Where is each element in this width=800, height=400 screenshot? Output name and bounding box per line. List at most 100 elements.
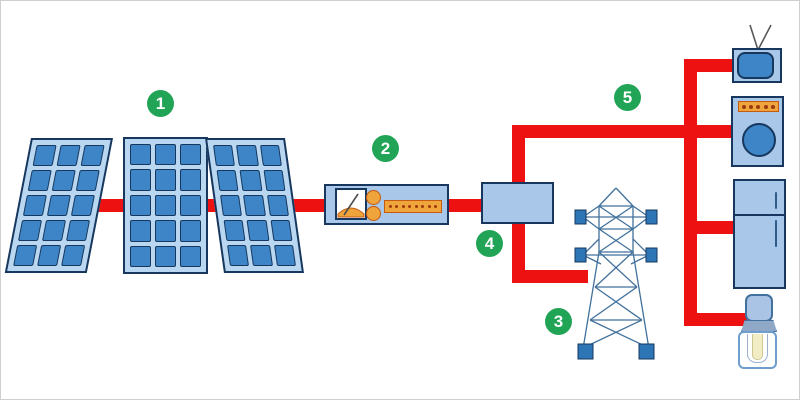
solar-cell: [130, 194, 151, 217]
solar-cell: [216, 170, 239, 191]
tv-antenna-icon: [749, 24, 772, 51]
marker-number: 5: [622, 88, 633, 107]
solar-panel-grid: [13, 145, 105, 266]
solar-cell: [155, 245, 176, 267]
wire-to-tower: [512, 270, 588, 283]
wire-appliance-trunk: [684, 59, 697, 326]
marker-number: 3: [553, 312, 564, 331]
fridge-divider: [733, 214, 786, 216]
marker-number: 1: [155, 94, 166, 113]
solar-cell: [180, 144, 201, 166]
solar-cell: [130, 220, 151, 242]
controller-knob-icon: [366, 206, 381, 221]
washer-button-dot: [770, 104, 775, 109]
fridge-freezer-handle-icon: [775, 192, 777, 209]
solar-cell: [243, 195, 266, 216]
led-dot: [414, 205, 418, 208]
solar-cell: [236, 145, 259, 166]
wire-inverter-bottom-riser: [512, 219, 525, 283]
solar-cell: [266, 195, 289, 216]
solar-cell: [180, 245, 201, 267]
solar-cell: [56, 145, 81, 166]
solar-cell: [180, 220, 201, 242]
bulb-socket-icon: [745, 294, 773, 322]
solar-cell: [130, 144, 151, 166]
solar-panel-grid: [212, 145, 296, 266]
solar-cell: [13, 245, 38, 266]
solar-cell: [223, 220, 246, 241]
washer-button-dot: [763, 104, 768, 109]
solar-cell: [61, 245, 86, 266]
refrigerator: [733, 179, 786, 289]
led-dot: [388, 205, 392, 208]
solar-cell: [155, 194, 176, 217]
led-dot: [421, 205, 425, 208]
tv-screen-icon: [737, 52, 774, 79]
solar-cell: [270, 220, 293, 241]
led-dot: [434, 205, 438, 208]
led-dot: [427, 205, 431, 208]
washer-button-dot: [756, 104, 761, 109]
solar-cell: [75, 170, 100, 191]
led-dot: [395, 205, 399, 208]
light-bulb: [738, 331, 777, 369]
solar-panel-right: [205, 138, 304, 273]
solar-cell: [227, 245, 250, 266]
solar-cell: [32, 145, 57, 166]
controller-led-bar-icon: [384, 200, 442, 213]
marker-solar-panels: 1: [147, 90, 174, 117]
solar-cell: [41, 220, 67, 241]
wire-inverter-top-riser: [512, 128, 525, 186]
washer-door-icon: [742, 123, 776, 157]
solar-cell: [46, 195, 71, 216]
controller-knob-icon: [366, 190, 381, 205]
solar-cell: [65, 220, 91, 241]
led-dot: [401, 205, 405, 208]
solar-cell: [155, 169, 176, 191]
solar-cell: [22, 195, 47, 216]
solar-cell: [80, 145, 105, 166]
solar-cell: [212, 145, 236, 166]
marker-transmission-tower: 3: [545, 308, 572, 335]
wire-top-horizontal: [512, 125, 736, 138]
solar-cell: [259, 145, 282, 166]
solar-cell: [27, 170, 52, 191]
solar-cell: [180, 194, 201, 217]
solar-cell: [130, 245, 151, 267]
solar-cell: [263, 170, 286, 191]
marker-appliances: 5: [614, 84, 641, 111]
solar-cell: [130, 169, 151, 191]
solar-cell: [155, 144, 176, 166]
solar-cell: [70, 195, 95, 216]
bulb-glass-icon: [747, 334, 768, 363]
wire-branch-tv: [684, 59, 736, 72]
washer-button-dot: [742, 104, 747, 109]
marker-number: 2: [380, 139, 391, 158]
inverter: [481, 182, 554, 224]
solar-panel-middle: [123, 137, 208, 274]
solar-cell: [180, 169, 201, 191]
bulb-filament-icon: [752, 334, 763, 360]
solar-cell: [51, 170, 76, 191]
solar-panel-grid: [130, 144, 201, 267]
washer-button-dot: [749, 104, 754, 109]
marker-inverter: 4: [476, 230, 503, 257]
fridge-door-handle-icon: [775, 220, 777, 247]
solar-cell: [246, 220, 270, 241]
solar-panel-left: [4, 138, 113, 273]
solar-cell: [250, 245, 273, 266]
solar-cell: [155, 220, 176, 242]
solar-cell: [17, 220, 43, 241]
transmission-tower-icon: [574, 187, 658, 360]
washer-control-panel-icon: [738, 101, 779, 112]
solar-cell: [239, 170, 263, 191]
solar-cell: [273, 245, 296, 266]
wire-branch-fridge: [684, 221, 736, 234]
solar-cell: [220, 195, 243, 216]
marker-charge-controller: 2: [372, 135, 399, 162]
led-dot: [408, 205, 412, 208]
analog-meter-icon: [335, 188, 367, 220]
solar-cell: [37, 245, 62, 266]
marker-number: 4: [484, 234, 495, 253]
